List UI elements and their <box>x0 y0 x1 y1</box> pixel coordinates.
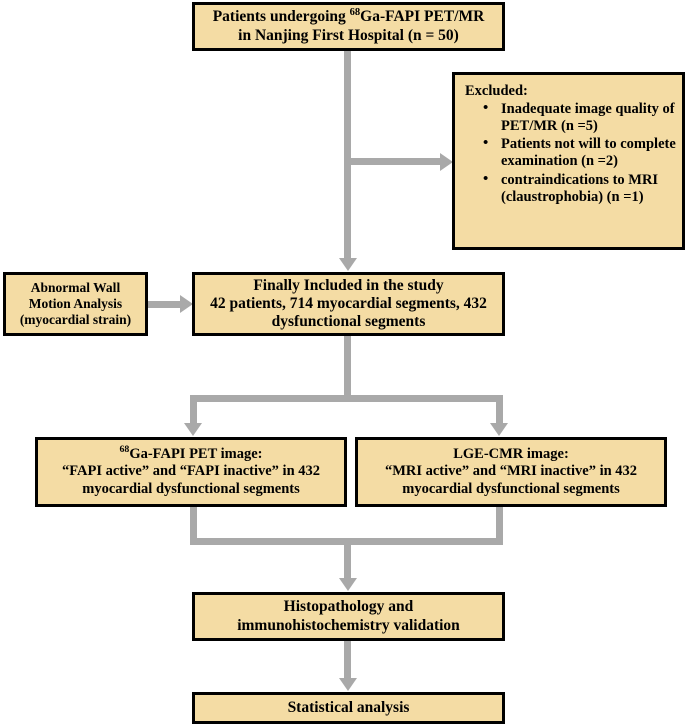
arrowhead-to-excluded <box>440 152 453 171</box>
excluded-list-item: • Patients not will to complete examinati… <box>481 135 676 170</box>
excluded-list-item: • Inadequate image quality of PET/MR (n =… <box>481 100 676 135</box>
bullet-icon: • <box>483 135 489 152</box>
connector-histo-to-stats <box>344 641 351 678</box>
arrowhead-to-stats <box>338 678 357 691</box>
bullet-icon: • <box>483 100 489 117</box>
excluded-item-text: Inadequate image quality of PET/MR (n =5… <box>501 101 675 135</box>
connector-split-right-leg <box>495 395 503 423</box>
node-fapi-pet-image[interactable]: 68Ga-FAPI PET image:“FAPI active” and “F… <box>35 437 347 507</box>
arrowhead-to-included <box>338 258 357 271</box>
node-excluded[interactable]: Excluded: • Inadequate image quality of P… <box>452 72 685 250</box>
excluded-list-item: • contraindications to MRI (claustrophobi… <box>481 170 676 206</box>
bullet-icon: • <box>483 170 489 187</box>
superscript-68-enrollment: 68 <box>349 7 361 19</box>
superscript-68-pet: 68 <box>119 444 130 456</box>
connector-split-left-leg <box>189 395 197 423</box>
excluded-list: • Inadequate image quality of PET/MR (n =… <box>465 100 676 206</box>
connector-cmr-down <box>495 507 503 545</box>
excluded-title: Excluded: <box>465 83 528 99</box>
node-lge-cmr-image-text: LGE-CMR image:“MRI active” and “MRI inac… <box>384 446 638 497</box>
excluded-item-text: Patients not will to complete examinatio… <box>501 136 676 170</box>
excluded-content: Excluded: • Inadequate image quality of P… <box>455 75 682 207</box>
connector-merge-down <box>344 538 351 578</box>
node-lge-cmr-image[interactable]: LGE-CMR image:“MRI active” and “MRI inac… <box>355 437 667 507</box>
node-fapi-pet-image-text: 68Ga-FAPI PET image:“FAPI active” and “F… <box>61 444 321 497</box>
arrowhead-to-cmr <box>490 423 508 436</box>
connector-enrollment-trunk <box>344 51 351 258</box>
node-statistical-analysis[interactable]: Statistical analysis <box>192 692 505 724</box>
connector-included-down <box>344 336 351 398</box>
connector-strain-to-included <box>148 300 180 308</box>
connector-split-bar <box>189 395 503 402</box>
connector-pet-down <box>189 507 197 545</box>
arrowhead-to-pet <box>184 423 202 436</box>
arrowhead-to-included-left <box>180 295 193 313</box>
arrowhead-to-histopathology <box>338 578 357 591</box>
excluded-item-text: contraindications to MRI (claustrophobia… <box>501 171 659 205</box>
connector-enrollment-to-excluded <box>344 158 440 165</box>
node-statistical-analysis-text: Statistical analysis <box>287 698 410 716</box>
